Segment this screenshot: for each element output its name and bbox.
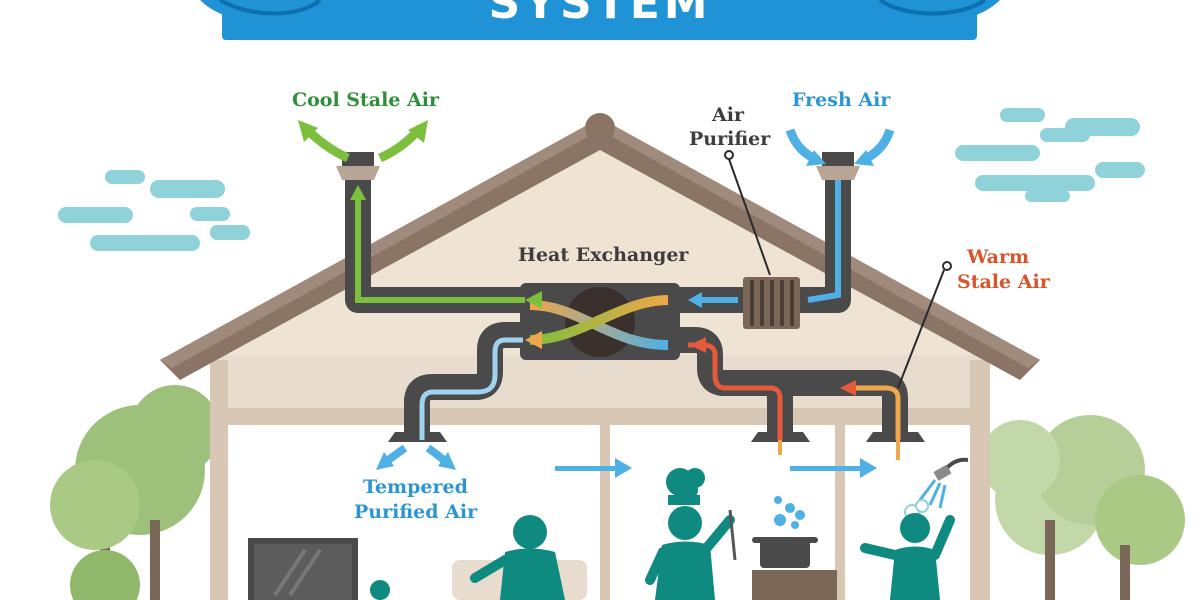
label-air-purifier-line1: Air (712, 104, 744, 126)
airflow-cool-stale (298, 120, 525, 303)
shower-icon (918, 457, 969, 509)
tree-icon-left (50, 385, 220, 600)
roof (160, 113, 1040, 380)
leader-lines (724, 150, 952, 389)
label-air-purifier-line2: Purifier (689, 128, 771, 150)
cloud-icon-left (58, 170, 250, 251)
person-icon-shower (860, 499, 955, 600)
tree-icon-right (980, 415, 1185, 600)
airflow-room-arrows (555, 458, 877, 478)
label-warm-stale-air-line1: Warm (967, 246, 1030, 268)
label-cool-stale-air: Cool Stale Air (292, 89, 439, 111)
label-tempered-line2: Purified Air (354, 501, 478, 523)
airflow-fresh (688, 128, 895, 308)
title-banner (200, 0, 1000, 40)
label-heat-exchanger: Heat Exchanger (518, 244, 689, 266)
person-icon-chef (645, 468, 737, 600)
child-icon (370, 580, 390, 600)
label-warm-stale-air-line2: Stale Air (957, 271, 1050, 293)
label-tempered-line1: Tempered (363, 476, 468, 498)
banner-title: SYSTEM (488, 0, 712, 29)
tv-icon (248, 538, 358, 600)
heat-exchanger (520, 283, 680, 360)
airflow-tempered (376, 337, 523, 470)
air-purifier (743, 277, 800, 329)
airflow-warm-stale (688, 337, 901, 460)
label-fresh-air: Fresh Air (792, 89, 891, 111)
pot-icon (752, 496, 837, 600)
person-icon-sitting (470, 515, 565, 600)
cloud-icon-right (955, 108, 1145, 202)
